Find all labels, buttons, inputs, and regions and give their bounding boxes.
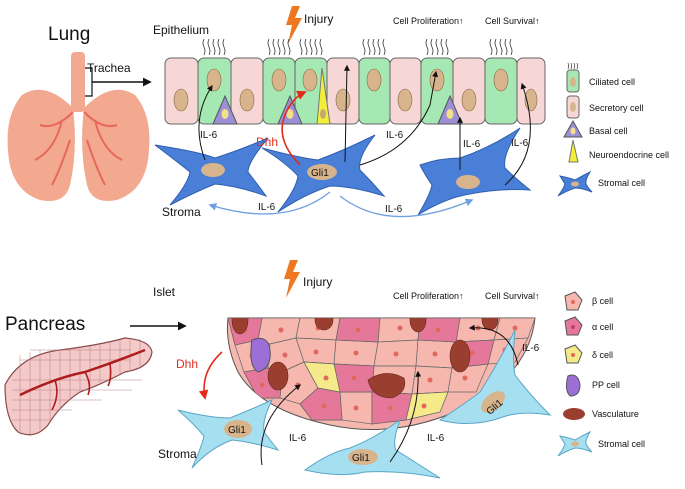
- lung-title: Lung: [48, 24, 90, 45]
- pp-cell: [250, 337, 271, 373]
- legend-label: Ciliated cell: [589, 77, 635, 87]
- trachea-label: Trachea: [87, 61, 131, 75]
- legend-label: Stromal cell: [598, 439, 645, 449]
- stromal-cell: [438, 329, 552, 424]
- legend-label: Secretory cell: [589, 103, 644, 113]
- il6-label: IL-6: [522, 343, 540, 354]
- arrow: [260, 384, 301, 466]
- lung-legend: Ciliated cell Secretory cell Basal cell …: [557, 62, 669, 197]
- gli1-nucleus: [307, 164, 337, 180]
- cell-survival-label: Cell Survival↑: [485, 291, 540, 301]
- arrow: [359, 70, 439, 166]
- lung-organ-image: [7, 52, 150, 201]
- arrow: [468, 324, 519, 366]
- neuroendocrine-cell: [316, 67, 331, 125]
- gli1-nucleus: [224, 420, 252, 438]
- legend-label: δ cell: [592, 350, 613, 360]
- gli1-label: Gli1: [352, 453, 370, 464]
- legend-label: β cell: [592, 296, 613, 306]
- injury-bolt-icon: [284, 260, 300, 298]
- il6-label: IL-6: [258, 202, 276, 213]
- nuclei: [173, 68, 538, 112]
- legend-label: α cell: [592, 322, 613, 332]
- il6-label: IL-6: [511, 138, 529, 149]
- pancreas-organ-image: [4, 337, 153, 436]
- pancreas-legend: β cell α cell δ cell PP cell Vasculature…: [557, 291, 645, 457]
- stromal-cell: [417, 127, 532, 216]
- stroma-label: Stroma: [158, 447, 197, 461]
- il6-label: IL-6: [289, 433, 307, 444]
- cell-proliferation-label: Cell Proliferation↑: [393, 291, 464, 301]
- stroma-label: Stroma: [162, 205, 201, 219]
- legend-label: Stromal cell: [598, 178, 645, 188]
- dhh-label: Dhh: [176, 357, 198, 371]
- vasculature: [231, 318, 499, 399]
- dhh-arrow: [198, 351, 223, 400]
- dhh-arrow: [281, 90, 307, 166]
- gli1-nucleus: [481, 391, 505, 413]
- islet-label: Islet: [153, 285, 176, 299]
- cell-survival-label: Cell Survival↑: [485, 16, 540, 26]
- stromal-cell: [303, 418, 441, 479]
- injury-bolt-icon: [286, 6, 302, 44]
- injury-label: Injury: [303, 275, 332, 289]
- arrow: [504, 82, 531, 186]
- il6-label: IL-6: [386, 130, 404, 141]
- arrow: [343, 64, 350, 163]
- il6-label: IL-6: [385, 204, 403, 215]
- legend-label: Neuroendocrine cell: [589, 150, 669, 160]
- arrow: [389, 370, 422, 463]
- il6-arrow: [198, 84, 213, 161]
- il6-blue-arrow: [339, 195, 474, 218]
- cell-proliferation-label: Cell Proliferation↑: [393, 16, 464, 26]
- legend-label: PP cell: [592, 380, 620, 390]
- pancreas-panel: Pancreas Islet Injury Cell Proliferation…: [4, 260, 645, 479]
- dhh-label: Dhh: [256, 135, 278, 149]
- epithelium-label: Epithelium: [153, 23, 209, 37]
- epithelium-layer: [164, 38, 546, 125]
- injury-label: Injury: [304, 12, 333, 26]
- pancreas-title: Pancreas: [5, 314, 85, 335]
- il6-label: IL-6: [463, 139, 481, 150]
- lung-panel: Lung Trachea Epithelium Injury Cell Prol…: [7, 6, 669, 219]
- gli1-nucleus: [348, 449, 378, 465]
- legend-label: Vasculature: [592, 409, 639, 419]
- il6-label: IL-6: [200, 130, 218, 141]
- islet: [227, 317, 536, 430]
- gli1-label: Gli1: [311, 168, 329, 179]
- cilia: [202, 38, 513, 56]
- legend-label: Basal cell: [589, 126, 628, 136]
- il6-blue-arrow: [208, 191, 331, 215]
- il6-label: IL-6: [427, 433, 445, 444]
- gli1-label: Gli1: [228, 425, 246, 436]
